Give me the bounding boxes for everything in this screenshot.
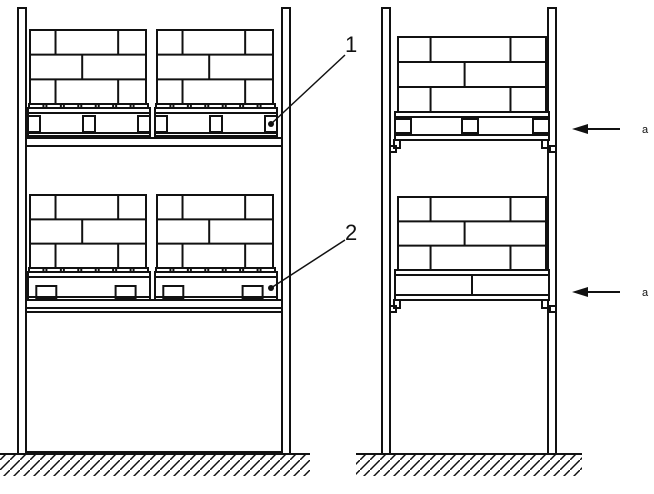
carton-stack: [29, 29, 147, 105]
arrow-head-icon: [572, 124, 588, 134]
pallet-on-supports: [390, 111, 556, 153]
pallet: [27, 267, 151, 301]
leader-line-1: [270, 54, 346, 125]
pallet-block: [27, 115, 41, 133]
right-upright: [547, 7, 557, 455]
pallet-block: [137, 115, 151, 133]
arrow-label-upper: a: [642, 124, 649, 136]
carton-outline: [397, 196, 547, 271]
left-upright: [381, 7, 391, 455]
callout-1: 1: [345, 32, 357, 57]
lower-shelf-beam: [25, 299, 283, 309]
carton-stack: [156, 29, 274, 105]
left-upright: [17, 7, 27, 455]
carton-outline: [29, 194, 147, 269]
carton-stack: [397, 196, 547, 271]
carton-outline: [397, 36, 547, 113]
leader-dot-2: [268, 285, 274, 291]
support-foot-right: [541, 139, 549, 149]
support-bracket-left: [390, 305, 397, 313]
carton-stack: [29, 194, 147, 269]
callout-2: 2: [345, 220, 357, 245]
carton-outline: [156, 29, 274, 105]
pallet: [154, 267, 278, 301]
carton-outline: [29, 29, 147, 105]
carton-stack: [397, 36, 547, 113]
pallet-block: [154, 115, 168, 133]
pallet-block: [394, 118, 412, 134]
pallet: [27, 103, 151, 137]
leader-line-2: [270, 239, 346, 289]
leader-dot-1: [268, 121, 274, 127]
support-bracket-right: [549, 145, 556, 153]
arrow-lower: [572, 287, 620, 297]
left-rack: [0, 7, 310, 476]
bottom-panel: [25, 311, 283, 453]
right-upright: [281, 7, 291, 455]
arrow-label-lower: a: [642, 287, 649, 299]
pallet-block: [82, 115, 96, 133]
ground-hatch-right: [356, 454, 582, 476]
ground-hatch-left: [0, 454, 310, 476]
arrow-head-icon: [572, 287, 588, 297]
carton-stack: [156, 194, 274, 269]
support-bracket-right: [549, 305, 556, 313]
support-foot-right: [541, 299, 549, 309]
right-rack: [356, 7, 582, 476]
carton-outline: [156, 194, 274, 269]
arrow-upper: [572, 124, 620, 134]
pallet-on-supports: [390, 269, 556, 313]
upper-shelf-beam: [25, 137, 283, 147]
support-bracket-left: [390, 145, 397, 153]
pallet: [154, 103, 278, 137]
pallet-block: [461, 118, 479, 134]
pallet-block: [209, 115, 223, 133]
pallet-block: [532, 118, 550, 134]
